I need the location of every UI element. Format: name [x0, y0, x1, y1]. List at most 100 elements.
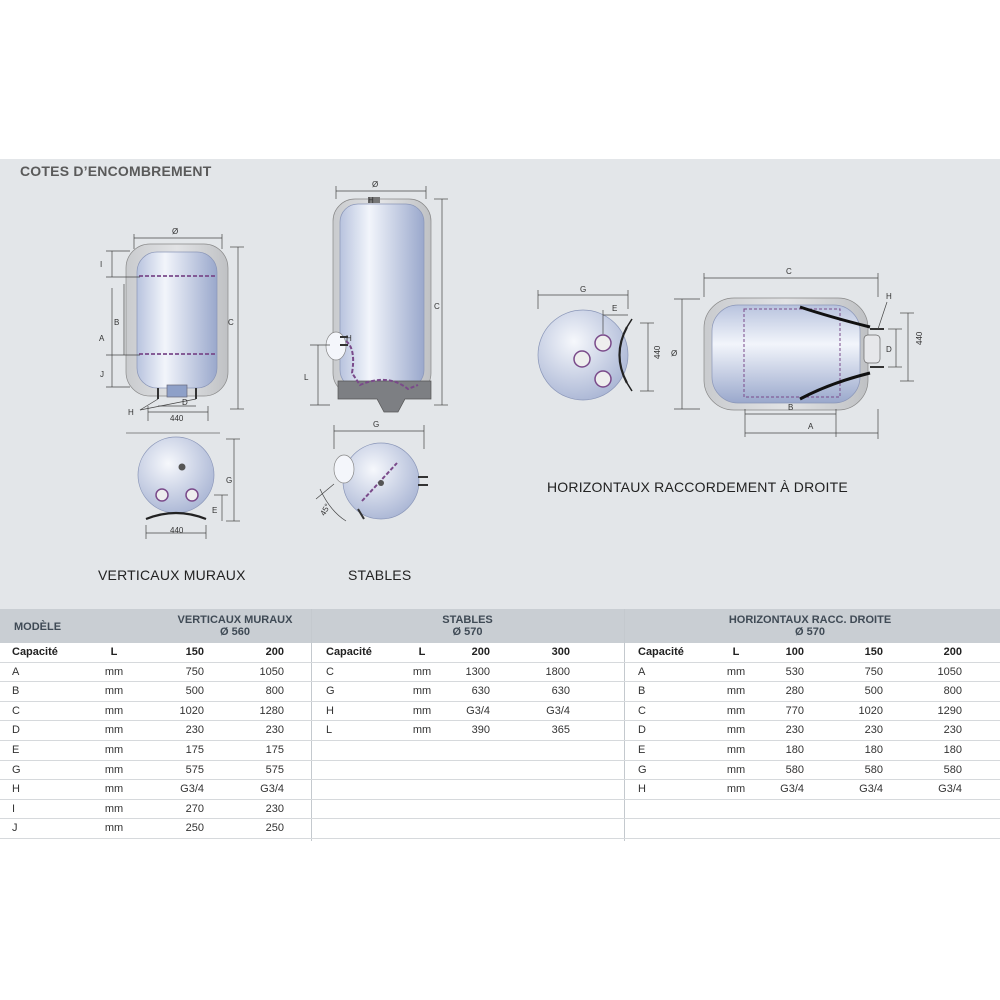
hs-label-e: E	[612, 304, 617, 313]
table-cell: mm	[726, 783, 746, 796]
h-label-c: C	[786, 267, 792, 276]
table-cell: 575	[185, 763, 204, 776]
table-cell: 230	[185, 724, 204, 737]
table-cell: 1020	[858, 704, 883, 717]
table-cell: 230	[265, 724, 284, 737]
h-label-440: 440	[915, 331, 924, 345]
table-header-cell: L	[732, 646, 740, 658]
table-cell: A	[12, 665, 20, 678]
caption-vertical-wall: VERTICAUX MURAUX	[98, 567, 246, 583]
table-cell: D	[638, 724, 646, 737]
table-cell: 175	[265, 744, 284, 756]
table-cell: 180	[785, 744, 804, 756]
group-title-stable-name: STABLES	[442, 614, 493, 626]
row-divider	[0, 720, 1000, 722]
h-label-b: B	[788, 403, 793, 412]
table-header-cell: 200	[471, 646, 490, 658]
table-cell: 580	[785, 763, 804, 776]
hs-label-440: 440	[653, 345, 662, 359]
table-cell: H	[638, 783, 646, 796]
table-header-cell: L	[418, 646, 426, 658]
table-cell: 1300	[465, 665, 490, 678]
table-cell: mm	[104, 704, 124, 717]
row-divider	[0, 838, 1000, 839]
table-cell: G3/4	[466, 704, 490, 717]
table-header-cell: Capacité	[638, 646, 684, 658]
table-cell: mm	[104, 763, 124, 776]
table-header-cell: Capacité	[12, 646, 58, 658]
table-cell: mm	[412, 704, 432, 717]
hs-label-g: G	[580, 285, 586, 294]
v-label-a: A	[99, 334, 105, 343]
table-cell: G3/4	[780, 783, 804, 796]
table-cell: G3/4	[938, 783, 962, 796]
table-cell: 1050	[259, 665, 284, 678]
table-cell: 575	[265, 763, 284, 776]
table-cell: 750	[864, 665, 883, 678]
sb-label-g: G	[373, 420, 379, 429]
table-cell: 530	[785, 665, 804, 678]
dimension-diagrams-panel: COTES D’ENCOMBREMENT	[0, 159, 1000, 609]
table-cell: G3/4	[546, 704, 570, 717]
table-header-cell: 150	[185, 646, 204, 658]
table-cell: E	[638, 744, 646, 756]
table-cell: 630	[471, 685, 490, 698]
table-cell: I	[12, 802, 16, 815]
caption-stable: STABLES	[348, 567, 412, 583]
table-cell: 175	[185, 744, 204, 756]
table-cell: 1280	[259, 704, 284, 717]
table-header-cell: 150	[864, 646, 883, 658]
table-cell: G	[12, 763, 21, 776]
row-divider	[0, 779, 1000, 781]
v-label-c: C	[228, 318, 234, 327]
table-cell: G	[638, 763, 647, 776]
s-label-c: C	[434, 302, 440, 311]
table-cell: 230	[265, 802, 284, 815]
table-cell: B	[12, 685, 20, 698]
table-cell: mm	[104, 783, 124, 796]
table-cell: 800	[943, 685, 962, 698]
h-label-h: H	[886, 292, 892, 301]
table-cell: 580	[864, 763, 883, 776]
table-cell: mm	[412, 685, 432, 698]
table-cell: 180	[943, 744, 962, 756]
table-cell: B	[638, 685, 646, 698]
vb-label-e: E	[212, 506, 217, 515]
table-cell: H	[12, 783, 20, 796]
table-cell: 230	[785, 724, 804, 737]
table-cell: 800	[265, 685, 284, 698]
sb-label-45: 45°	[318, 502, 332, 517]
table-cell: 250	[265, 822, 284, 835]
h-label-a: A	[808, 422, 814, 431]
table-cell: 500	[864, 685, 883, 698]
dimensions-table: MODÈLE VERTICAUX MURAUX Ø 560 STABLES Ø …	[0, 609, 1000, 841]
stable-side-view	[310, 186, 448, 413]
column-separator	[624, 609, 625, 841]
table-cell: mm	[726, 763, 746, 776]
table-cell: 250	[185, 822, 204, 835]
group-title-stable: STABLES Ø 570	[390, 614, 545, 638]
table-cell: mm	[726, 685, 746, 698]
row-divider	[0, 661, 1000, 663]
v-label-i: I	[100, 260, 102, 269]
v-label-b: B	[114, 318, 119, 327]
table-cell: 580	[943, 763, 962, 776]
table-cell: mm	[412, 724, 432, 737]
group-title-vertical-diam: Ø 560	[220, 626, 250, 638]
table-cell: G3/4	[180, 783, 204, 796]
group-title-vertical: VERTICAUX MURAUX Ø 560	[160, 614, 310, 638]
table-cell: C	[326, 665, 334, 678]
table-cell: 180	[864, 744, 883, 756]
row-divider	[0, 759, 1000, 761]
table-cell: G3/4	[859, 783, 883, 796]
table-cell: 1020	[179, 704, 204, 717]
s-label-h-side: H	[346, 334, 352, 343]
table-cell: L	[326, 724, 333, 737]
v-label-h: H	[128, 408, 134, 417]
